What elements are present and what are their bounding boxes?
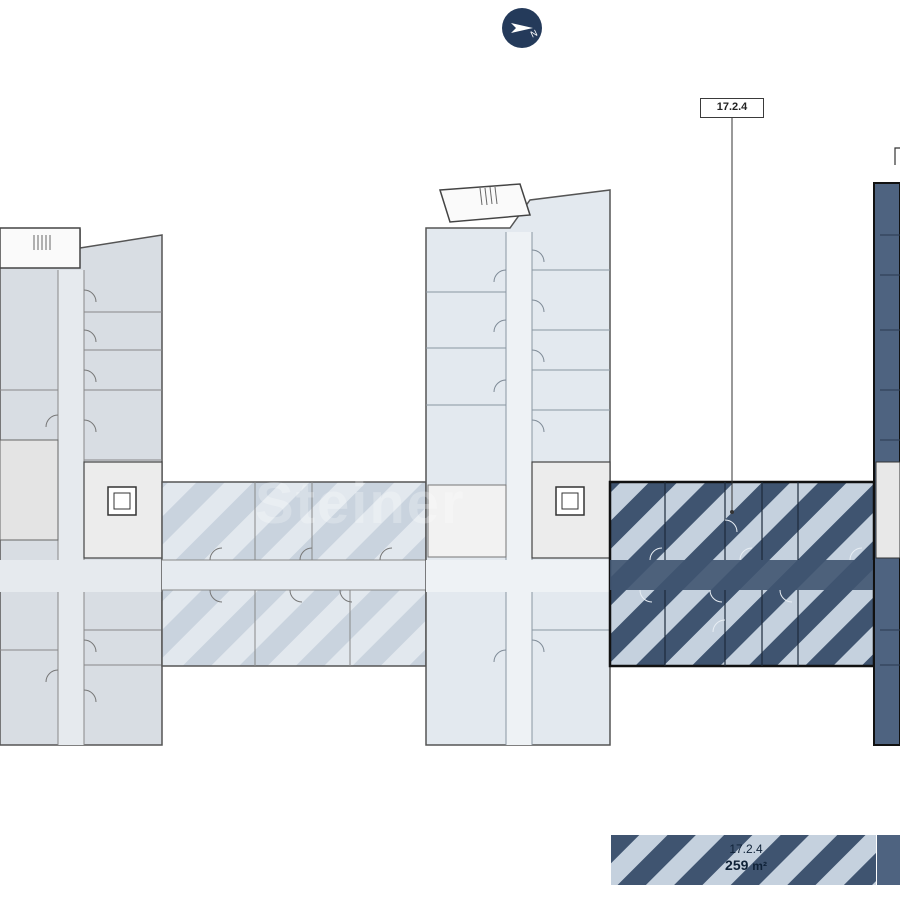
- left-connector: [161, 481, 427, 667]
- unit-callout-label[interactable]: 17.2.4: [700, 98, 764, 118]
- legend-unit-code: 17.2.4: [729, 842, 763, 856]
- middle-wing: [425, 183, 611, 746]
- legend-area-value: 259: [725, 857, 749, 873]
- left-wing: [0, 227, 163, 746]
- compass-north-icon: N: [502, 8, 542, 48]
- watermark: Steiner: [255, 471, 466, 536]
- legend-area-unit: m²: [752, 859, 767, 873]
- legend-area: 259 m²: [611, 856, 881, 875]
- unit-legend[interactable]: 17.2.4 259 m²: [611, 835, 900, 885]
- unit-17-2-4-area[interactable]: [608, 480, 876, 668]
- compass-label: N: [529, 28, 539, 40]
- right-wing: [873, 147, 900, 746]
- legend-text: 17.2.4 259 m²: [611, 842, 881, 875]
